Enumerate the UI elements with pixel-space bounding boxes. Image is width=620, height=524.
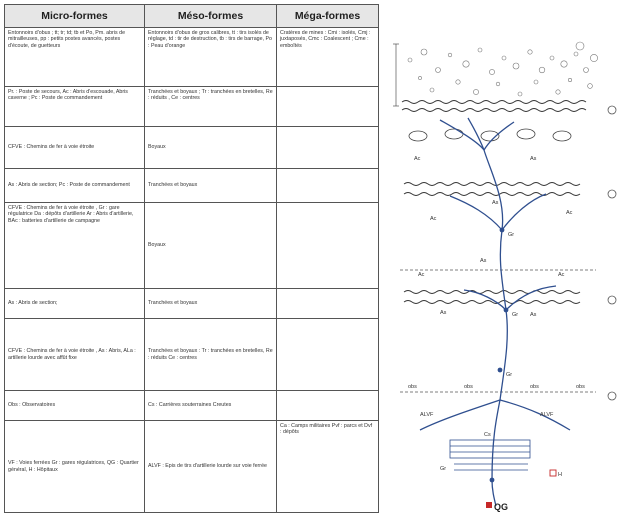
label-ac: Ac bbox=[558, 272, 565, 278]
railway-network bbox=[419, 117, 571, 507]
label-as: As bbox=[530, 312, 537, 318]
header-mega: Méga-formes bbox=[276, 4, 379, 28]
strongpoints bbox=[408, 128, 572, 142]
table-row: VF : Voies ferrées Gr : gares régulatric… bbox=[4, 420, 379, 513]
table-row: Pr. : Poste de secours, Ac : Abris d'esc… bbox=[4, 86, 379, 127]
cell-micro: As : Abris de section; Pc : Poste de com… bbox=[4, 168, 145, 203]
table-row: CFVE : Chemins de fer à voie étroite , A… bbox=[4, 318, 379, 391]
cell-micro: Pr. : Poste de secours, Ac : Abris d'esc… bbox=[4, 86, 145, 127]
label-gr: Gr bbox=[508, 232, 514, 238]
cell-micro: As : Abris de section; bbox=[4, 288, 145, 319]
zone-markers bbox=[607, 105, 617, 401]
cell-meso: Tranchées et boyaux ; Tr : tranchées en … bbox=[144, 86, 277, 127]
table-row: CFVE : Chemins de fer à voie étroite Boy… bbox=[4, 126, 379, 169]
cell-mega bbox=[276, 318, 379, 391]
label-alvf: ALVF bbox=[540, 412, 554, 418]
third-line-trenches bbox=[403, 290, 581, 304]
cell-meso: Tranchées et boyaux bbox=[144, 288, 277, 319]
cell-mega bbox=[276, 288, 379, 319]
label-gr: Gr bbox=[506, 372, 512, 378]
label-ac: Ac bbox=[430, 216, 437, 222]
cell-mega bbox=[276, 168, 379, 203]
cell-mega: Cratères de mines : Cmi : isolés, Cmj : … bbox=[276, 27, 379, 87]
front-line-trenches bbox=[401, 100, 587, 112]
landform-table: Micro-formes Méso-formes Méga-formes Ent… bbox=[4, 4, 379, 513]
h-label: H bbox=[558, 472, 562, 478]
table-header-row: Micro-formes Méso-formes Méga-formes bbox=[4, 4, 379, 28]
label-ac: Ac bbox=[418, 272, 425, 278]
cell-mega: Ca : Camps militaires Pvf : parcs et Dvf… bbox=[276, 420, 379, 513]
cell-meso: Entonnoirs d'obus de gros calibres, tt :… bbox=[144, 27, 277, 87]
dashed-lines bbox=[400, 269, 596, 393]
battlefield-cross-section-diagram: QG H Ac As Gr Ac As Gr Ac As As Gr obs o… bbox=[393, 41, 617, 512]
second-line-trenches bbox=[403, 182, 581, 196]
label-gr: Gr bbox=[512, 312, 518, 318]
table-row: Obs : Observatoires Cs : Carrières soute… bbox=[4, 390, 379, 421]
cell-mega bbox=[276, 86, 379, 127]
cell-micro: Obs : Observatoires bbox=[4, 390, 145, 421]
header-micro: Micro-formes bbox=[4, 4, 145, 28]
label-obs: obs bbox=[530, 384, 539, 390]
table-row: As : Abris de section; Pc : Poste de com… bbox=[4, 168, 379, 203]
vertical-scale bbox=[393, 43, 399, 107]
label-alvf: ALVF bbox=[420, 412, 434, 418]
label-cs: Cs bbox=[484, 432, 491, 438]
qg-label: QG bbox=[494, 502, 508, 512]
cell-mega bbox=[276, 390, 379, 421]
cell-mega bbox=[276, 126, 379, 169]
label-obs: obs bbox=[576, 384, 585, 390]
label-as: As bbox=[440, 310, 447, 316]
label-obs: obs bbox=[408, 384, 417, 390]
label-gr: Gr bbox=[440, 466, 446, 472]
label-as: As bbox=[530, 156, 537, 162]
table-row: CFVE : Chemins de fer à voie étroite , G… bbox=[4, 202, 379, 289]
hospital-marker: H bbox=[549, 469, 562, 478]
cell-micro: CFVE : Chemins de fer à voie étroite , A… bbox=[4, 318, 145, 391]
cell-meso: Tranchées et boyaux bbox=[144, 168, 277, 203]
headquarters-marker: QG bbox=[486, 502, 508, 512]
cell-micro: Entonnoirs d'obus ; tt; tr; td; tb et Po… bbox=[4, 27, 145, 87]
station-dots bbox=[489, 227, 509, 483]
label-as: As bbox=[492, 200, 499, 206]
table-row: Entonnoirs d'obus ; tt; tr; td; tb et Po… bbox=[4, 27, 379, 87]
rail-depot bbox=[449, 439, 531, 471]
cell-meso: ALVF : Epis de tirs d'artillerie lourde … bbox=[144, 420, 277, 513]
crater-field bbox=[407, 41, 598, 97]
cell-mega bbox=[276, 202, 379, 289]
label-as: As bbox=[480, 258, 487, 264]
cell-micro: CFVE : Chemins de fer à voie étroite , G… bbox=[4, 202, 145, 289]
header-meso: Méso-formes bbox=[144, 4, 277, 28]
cell-micro: CFVE : Chemins de fer à voie étroite bbox=[4, 126, 145, 169]
cell-meso: Tranchées et boyaux : Tr : tranchées en … bbox=[144, 318, 277, 391]
table-row: As : Abris de section; Tranchées et boya… bbox=[4, 288, 379, 319]
cell-meso: Boyaux bbox=[144, 126, 277, 169]
label-obs: obs bbox=[464, 384, 473, 390]
label-ac: Ac bbox=[414, 156, 421, 162]
cell-micro: VF : Voies ferrées Gr : gares régulatric… bbox=[4, 420, 145, 513]
label-ac: Ac bbox=[566, 210, 573, 216]
cell-meso: Cs : Carrières souterraines Creutes bbox=[144, 390, 277, 421]
cell-meso: Boyaux bbox=[144, 202, 277, 289]
diagram-labels: Ac As Gr Ac As Gr Ac As As Gr obs obs ob… bbox=[408, 156, 585, 472]
